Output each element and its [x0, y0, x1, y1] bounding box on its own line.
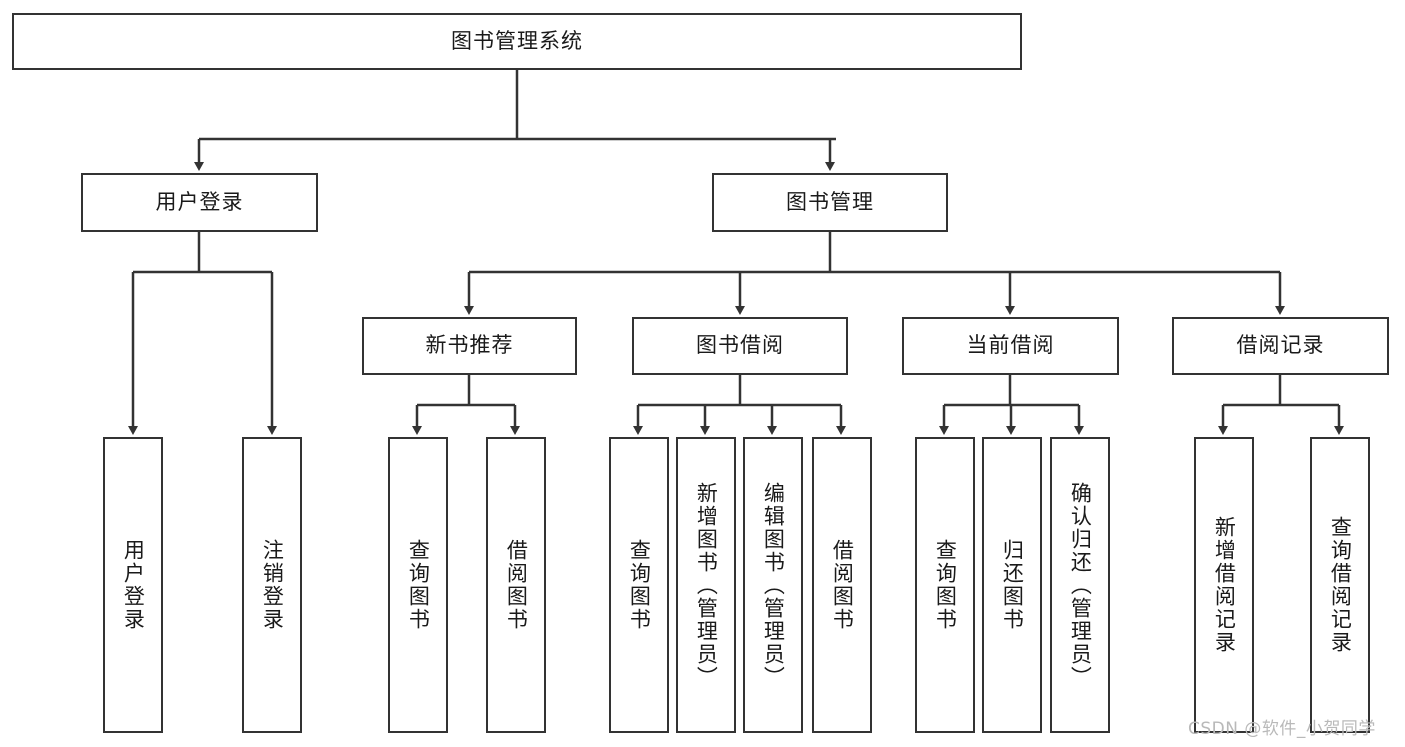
node-leaf-borrow-book-2[interactable]: 借阅图书	[812, 437, 872, 733]
node-user-login-label: 用户登录	[155, 189, 244, 214]
node-leaf-user-login[interactable]: 用户登录	[103, 437, 163, 733]
node-leaf-user-login-label: 用户登录	[121, 539, 146, 631]
node-root[interactable]: 图书管理系统	[12, 13, 1022, 70]
node-borrow-record-label: 借阅记录	[1236, 333, 1325, 358]
node-current-borrow[interactable]: 当前借阅	[902, 317, 1119, 375]
node-leaf-query-borrow-record-label: 查询借阅记录	[1328, 516, 1353, 654]
node-leaf-confirm-return-admin[interactable]: 确认归还（管理员）	[1050, 437, 1110, 733]
node-leaf-confirm-return-admin-label: 确认归还（管理员）	[1068, 481, 1093, 689]
node-leaf-edit-book-admin[interactable]: 编辑图书（管理员）	[743, 437, 803, 733]
node-leaf-logout-label: 注销登录	[260, 539, 285, 631]
node-leaf-edit-book-admin-label: 编辑图书（管理员）	[761, 481, 786, 689]
node-leaf-add-borrow-record[interactable]: 新增借阅记录	[1194, 437, 1254, 733]
node-book-manage-label: 图书管理	[786, 189, 874, 214]
node-book-manage[interactable]: 图书管理	[712, 173, 948, 232]
node-leaf-add-book-admin[interactable]: 新增图书（管理员）	[676, 437, 736, 733]
node-book-borrow-label: 图书借阅	[696, 333, 784, 358]
node-leaf-borrow-book-1-label: 借阅图书	[504, 539, 529, 631]
node-new-book-rec-label: 新书推荐	[425, 333, 514, 358]
node-leaf-borrow-book-1[interactable]: 借阅图书	[486, 437, 546, 733]
node-leaf-query-book-1[interactable]: 查询图书	[388, 437, 448, 733]
node-leaf-query-book-3[interactable]: 查询图书	[915, 437, 975, 733]
node-leaf-add-book-admin-label: 新增图书（管理员）	[694, 481, 719, 689]
node-leaf-borrow-book-2-label: 借阅图书	[830, 539, 855, 631]
node-new-book-rec[interactable]: 新书推荐	[362, 317, 577, 375]
node-leaf-query-book-3-label: 查询图书	[933, 539, 958, 631]
node-leaf-return-book-label: 归还图书	[1000, 539, 1025, 631]
node-root-label: 图书管理系统	[451, 28, 583, 53]
node-book-borrow[interactable]: 图书借阅	[632, 317, 848, 375]
node-leaf-add-borrow-record-label: 新增借阅记录	[1212, 516, 1237, 654]
node-leaf-query-borrow-record[interactable]: 查询借阅记录	[1310, 437, 1370, 733]
node-leaf-logout[interactable]: 注销登录	[242, 437, 302, 733]
node-current-borrow-label: 当前借阅	[966, 333, 1055, 358]
node-leaf-return-book[interactable]: 归还图书	[982, 437, 1042, 733]
node-leaf-query-book-2[interactable]: 查询图书	[609, 437, 669, 733]
csdn-watermark: CSDN @软件_小贺同学	[1188, 719, 1376, 739]
node-user-login[interactable]: 用户登录	[81, 173, 318, 232]
node-leaf-query-book-2-label: 查询图书	[627, 539, 652, 631]
node-borrow-record[interactable]: 借阅记录	[1172, 317, 1389, 375]
node-leaf-query-book-1-label: 查询图书	[406, 539, 431, 631]
